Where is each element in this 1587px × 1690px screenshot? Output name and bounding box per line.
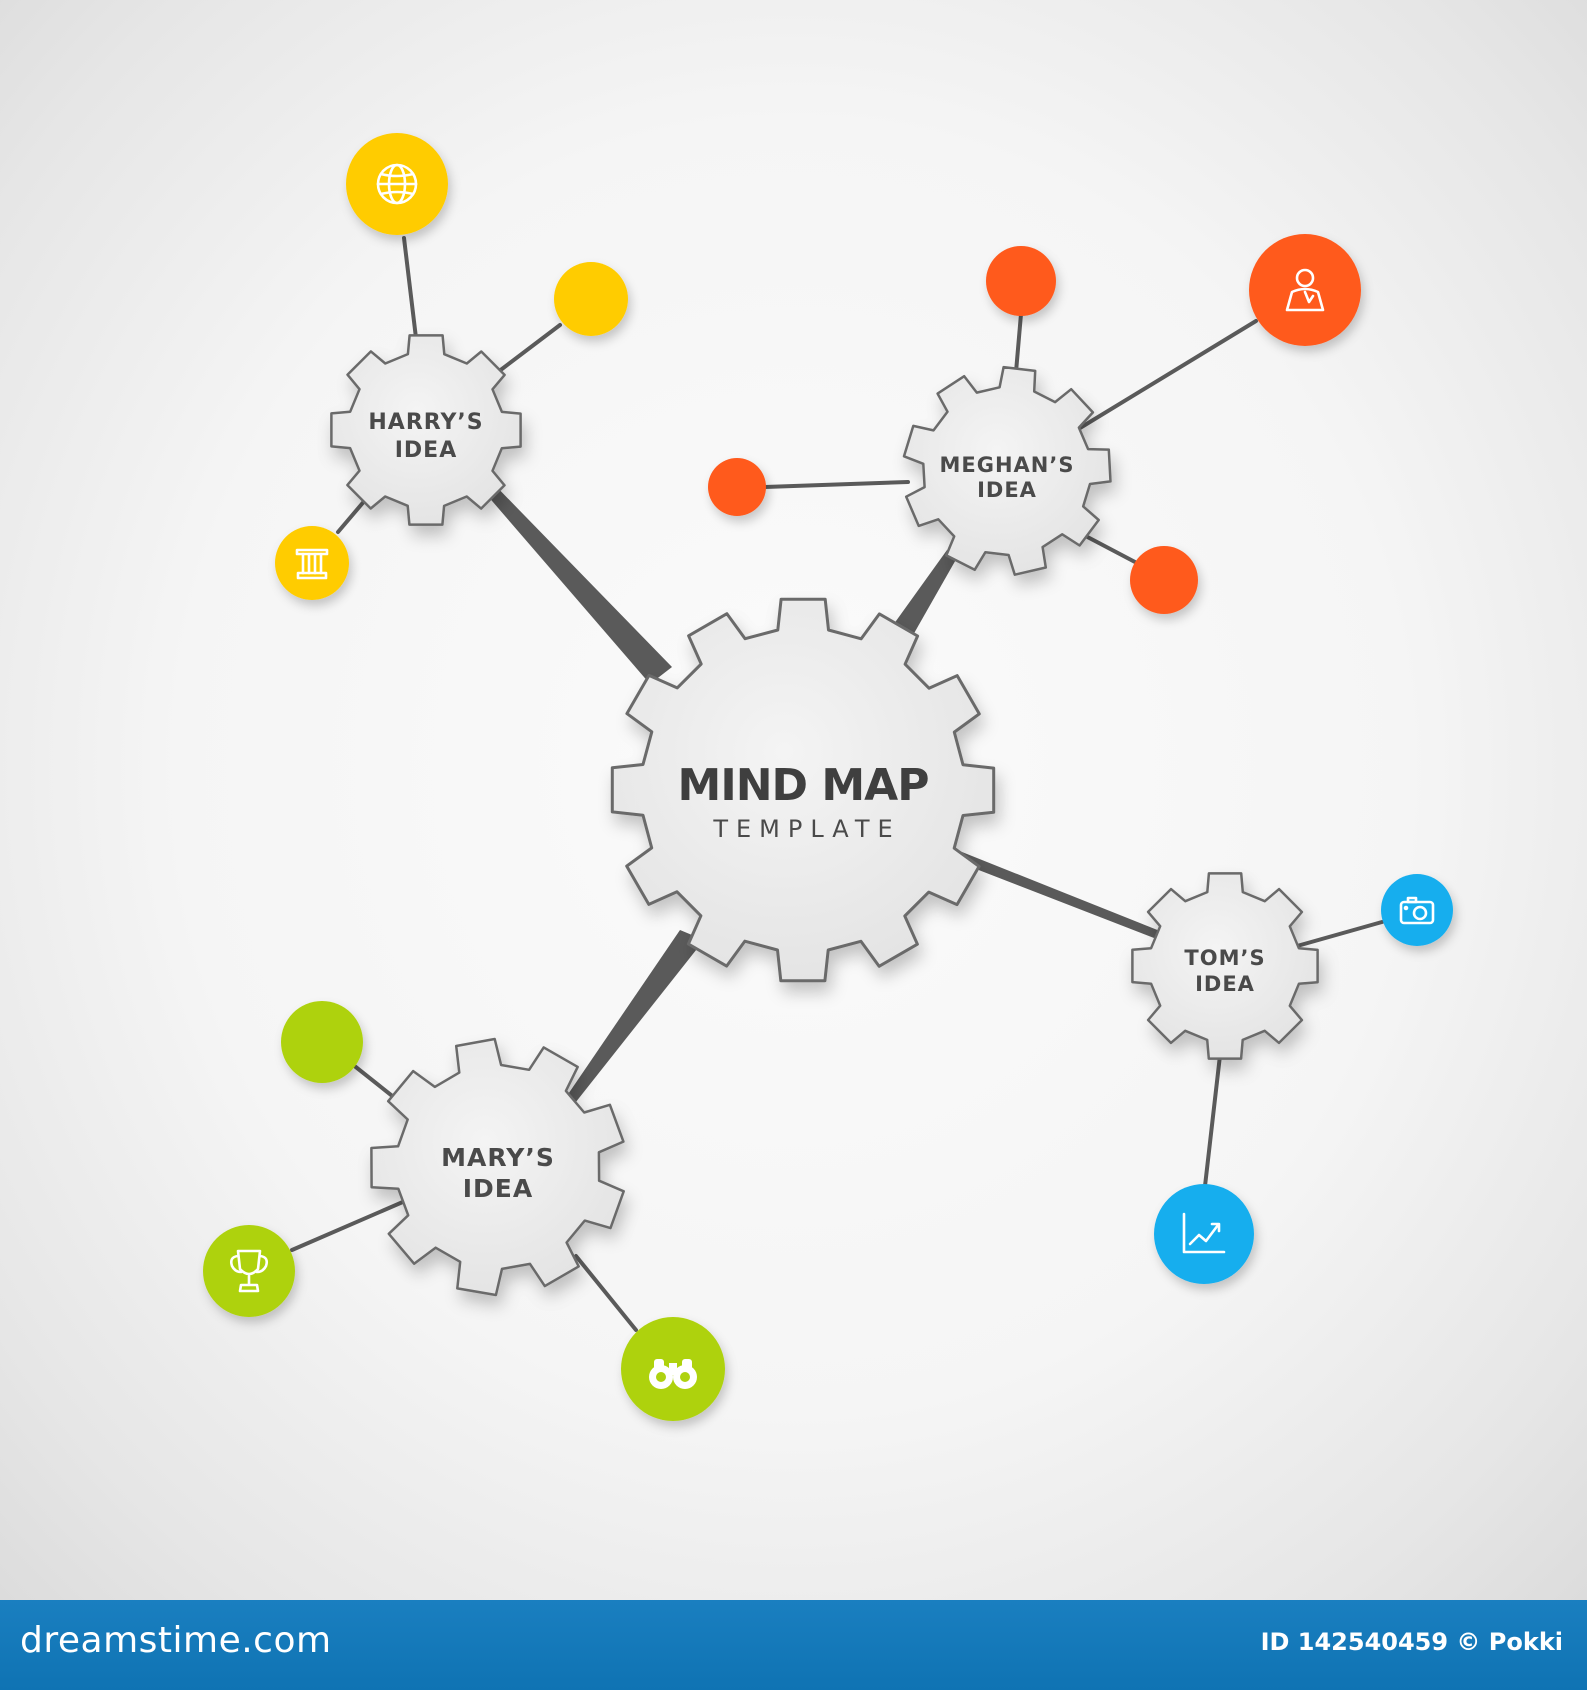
branch-label-line-1: MEGHAN’S [940,453,1075,477]
connector-meghan-leaf-2 [1078,319,1258,430]
gear-mary[interactable] [370,1037,625,1297]
harry-leaf-column[interactable] [275,526,349,600]
globe-icon [376,163,418,205]
branch-label-line-1: TOM’S [1184,946,1265,970]
column-icon [295,548,329,580]
branch-label-line-2: IDEA [1195,972,1255,996]
branch-label-mary: MARY’S IDEA [441,1143,555,1203]
branch-label-harry: HARRY’S IDEA [368,410,483,463]
connector-meghan-leaf-1 [1014,312,1023,374]
branch-label-line-2: IDEA [977,478,1037,502]
branch-label-line-1: HARRY’S [368,410,483,435]
tom-leaves [1154,874,1453,1284]
hub-connectors [480,478,1170,1112]
footer-brand[interactable]: dreamstime.com [20,1620,332,1661]
gear-meghan[interactable] [902,365,1112,576]
connector-tom-leaf-2 [1203,1036,1224,1188]
branch-label-line-2: IDEA [463,1174,533,1203]
meghan-leaf-top[interactable] [986,246,1056,316]
connector-tom-leaf-1 [1288,920,1384,950]
harry-leaf-plain[interactable] [554,262,628,336]
connector-mary-leaf-2 [290,1196,414,1252]
gear-tom[interactable] [1131,872,1319,1060]
mary-leaf-trophy[interactable] [203,1225,295,1317]
mind-map-diagram: MIND MAP TEMPLATE HARRY’S IDEA MEGHAN’S … [203,133,1453,1421]
connector-harry-leaf-2 [496,323,562,374]
tom-leaf-camera[interactable] [1381,874,1453,946]
gear-harry[interactable] [330,334,522,526]
mary-leaf-plain[interactable] [281,1001,363,1083]
tom-leaf-chart[interactable] [1154,1184,1254,1284]
footer-image-id: ID 142540459 © Pokki [1260,1628,1563,1656]
camera-icon [1399,896,1435,925]
user-icon [1285,268,1325,312]
mind-map-canvas: MIND MAP TEMPLATE HARRY’S IDEA MEGHAN’S … [0,0,1587,1600]
branch-label-meghan: MEGHAN’S IDEA [940,453,1075,502]
meghan-leaf-bottom[interactable] [1130,546,1198,614]
branch-label-line-2: IDEA [395,438,458,463]
connector-meghan-leaf-3 [763,480,910,489]
connector-mary-leaf-3 [574,1254,638,1332]
branch-label-line-1: MARY’S [441,1143,555,1172]
growth-chart-icon [1182,1212,1226,1254]
branch-label-tom: TOM’S IDEA [1184,946,1265,996]
center-title: MIND MAP [678,760,929,811]
connector-harry-leaf-1 [402,236,418,340]
connector-tom [952,848,1170,943]
trophy-icon [229,1249,269,1293]
center-subtitle: TEMPLATE [712,815,900,843]
center-gear[interactable] [610,597,996,983]
binoculars-icon [649,1359,697,1389]
connector-harry [480,478,672,684]
footer-bar: dreamstime.com ID 142540459 © Pokki [0,1600,1587,1690]
meghan-leaf-left[interactable] [708,458,766,516]
connector-mary [560,930,704,1112]
center-gear-label: MIND MAP TEMPLATE [678,760,930,843]
gears [330,334,1319,1297]
